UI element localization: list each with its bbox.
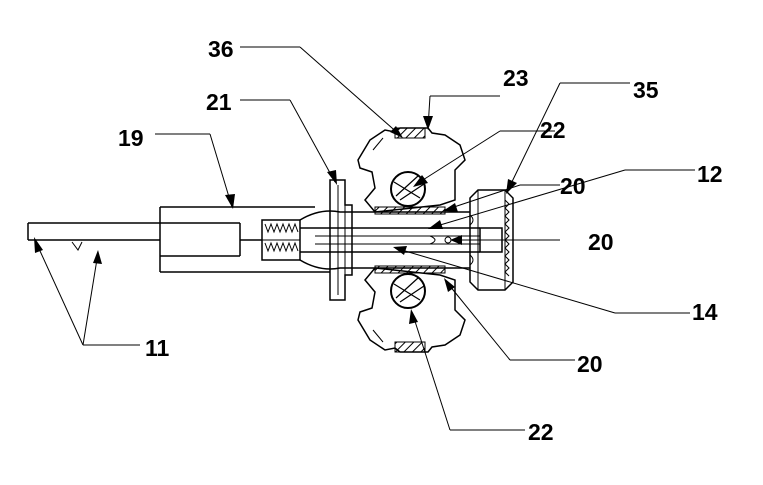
reference-labels: 36 23 21 35 19 22 20 12 20 11 14 20 22 (118, 36, 723, 445)
label-12: 12 (697, 161, 723, 187)
valve-housing-upper (357, 127, 466, 215)
inner-stem (299, 210, 480, 270)
label-35: 35 (633, 77, 659, 103)
label-22-lower: 22 (528, 419, 554, 445)
label-36: 36 (208, 36, 234, 62)
sleeve-19 (159, 206, 330, 273)
label-11: 11 (145, 335, 170, 361)
valve-housing-lower (357, 265, 466, 353)
label-23: 23 (503, 65, 529, 91)
label-20-upper: 20 (560, 173, 586, 199)
rod-11 (27, 222, 160, 251)
label-21: 21 (206, 89, 232, 115)
label-22-upper: 22 (540, 117, 566, 143)
collar-21 (329, 179, 353, 301)
label-20-middle: 20 (588, 229, 614, 255)
label-19: 19 (118, 125, 144, 151)
leader-lines (34, 46, 695, 431)
spring-coils (264, 222, 299, 253)
label-20-lower: 20 (577, 351, 603, 377)
label-14: 14 (692, 299, 718, 325)
